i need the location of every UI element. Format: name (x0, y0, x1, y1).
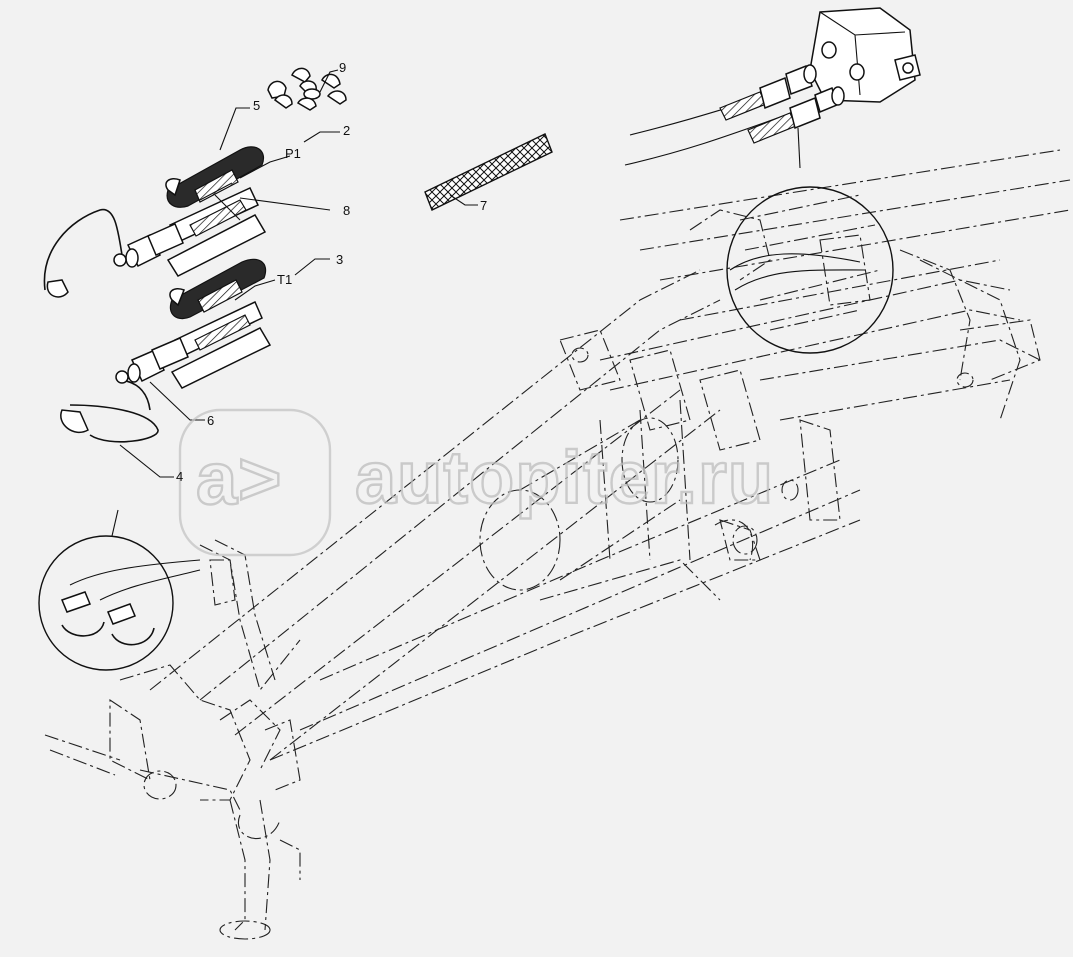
watermark: a> autopiter.ru (178, 408, 774, 557)
coupler-assembly-t1 (60, 258, 272, 443)
watermark-text: autopiter.ru (355, 436, 774, 519)
callout-3: 3 (336, 252, 343, 267)
callout-6: 6 (207, 413, 214, 428)
protective-sleeve (424, 133, 553, 211)
detail-magnifier-upper (726, 186, 894, 354)
chassis-frame (44, 94, 1071, 940)
coupler-assembly-p1 (43, 146, 267, 298)
callout-8: 8 (343, 203, 350, 218)
detail-magnifier-lower (38, 509, 201, 671)
callout-5: 5 (253, 98, 260, 113)
watermark-logo: a> (196, 437, 282, 520)
callout-9: 9 (339, 60, 346, 75)
clip-set (267, 67, 347, 111)
callout-t1: T1 (277, 272, 292, 287)
watermark-logo-frame (178, 408, 332, 557)
callout-4: 4 (176, 469, 183, 484)
hose-fittings-upper (719, 64, 845, 169)
valve-block (809, 7, 921, 103)
callout-7: 7 (480, 198, 487, 213)
callout-2: 2 (343, 123, 350, 138)
callout-p1: P1 (285, 146, 301, 161)
callout-leaders (119, 69, 478, 478)
callout-labels: 9 5 2 P1 8 7 T1 3 6 4 (176, 60, 487, 484)
